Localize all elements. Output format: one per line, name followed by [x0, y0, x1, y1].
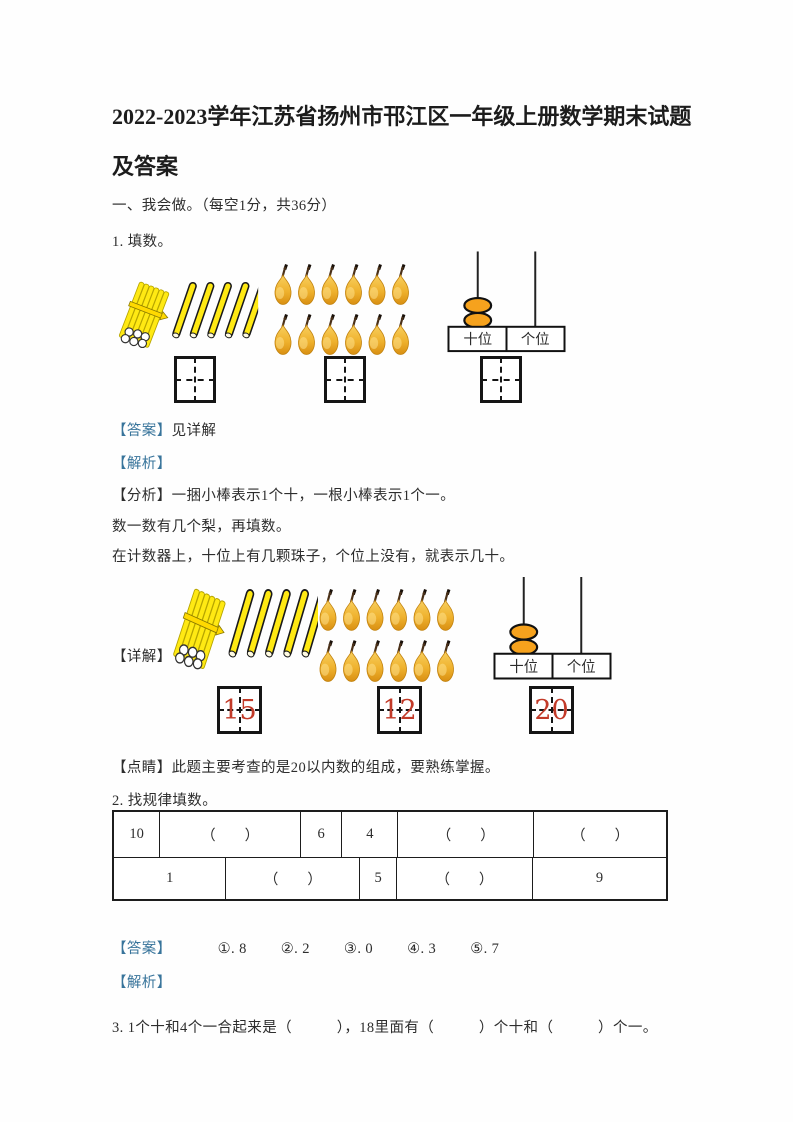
abacus-figure-detail — [493, 577, 612, 680]
table-cell: （ ） — [159, 812, 300, 857]
analysis-section-label: 【解析】 — [112, 975, 172, 991]
table-cell: 6 — [299, 812, 341, 857]
question-1-label: 1. 填数。 — [112, 234, 173, 250]
section-heading: 一、我会做。（每空1分，共36分） — [112, 198, 337, 214]
q1-analysis-line2: 数一数有几个梨，再填数。 — [112, 519, 291, 535]
table-cell: （ ） — [395, 858, 532, 899]
q2-answer-3: ③. 0 — [343, 941, 374, 957]
detail-label: 【详解】 — [112, 649, 172, 665]
q1-analysis-line: 【分析】一捆小棒表示1个十，一根小棒表示1个一。 — [112, 484, 455, 505]
q2-answer-2: ②. 2 — [280, 941, 310, 957]
detail-answer-box-sticks: 15 — [217, 686, 262, 734]
table-row-1: 10 （ ） 6 4 （ ） （ ） — [114, 812, 666, 858]
analysis-label: 【分析】 — [112, 488, 172, 504]
detail-answer-sticks: 15 — [222, 694, 257, 726]
table-cell: 5 — [359, 858, 395, 899]
answer-grid-box-pears — [324, 356, 366, 403]
q2-pattern-table: 10 （ ） 6 4 （ ） （ ） 1 （ ） 5 （ ） 9 — [112, 810, 668, 901]
pears-figure-detail — [317, 587, 457, 685]
table-cell: （ ） — [397, 812, 533, 857]
table-row-2: 1 （ ） 5 （ ） 9 — [114, 858, 666, 899]
table-cell: （ ） — [533, 812, 666, 857]
table-cell: 1 — [166, 870, 174, 886]
detail-answer-box-abacus: 20 — [529, 686, 574, 734]
answer-label: 【答案】 — [112, 423, 172, 439]
detail-answer-box-pears: 12 — [377, 686, 422, 734]
abacus-figure — [447, 251, 566, 353]
answer-grid-box-sticks — [174, 356, 216, 403]
table-cell: 4 — [341, 812, 397, 857]
detail-answer-abacus: 20 — [534, 694, 569, 726]
question-3-text: 3. 1个十和4个一合起来是（ ），18里面有（ ）个十和（ ）个一。 — [112, 1020, 658, 1036]
answer-grid-box-abacus — [480, 356, 522, 403]
sticks-figure-detail — [170, 583, 318, 673]
q2-answer-4: ④. 3 — [407, 941, 437, 957]
q2-answer-5: ⑤. 7 — [470, 941, 500, 957]
q2-answer-line: 【答案】 ①. 8 ②. 2 ③. 0 ④. 3 ⑤. 7 — [112, 937, 499, 958]
table-cell: 10 — [129, 826, 144, 842]
tip-label: 【点睛】 — [112, 760, 172, 776]
table-cell: （ ） — [225, 858, 359, 899]
q1-analysis-section-label: 【解析】 — [112, 452, 172, 473]
question-2-label: 2. 找规律填数。 — [112, 793, 218, 809]
q2-analysis-section-label: 【解析】 — [112, 971, 172, 992]
detail-answer-pears: 12 — [382, 694, 417, 726]
page-title: 2022-2023学年江苏省扬州市邗江区一年级上册数学期末试题及答案 — [112, 104, 692, 179]
pears-figure — [272, 262, 412, 358]
answer-label: 【答案】 — [112, 941, 172, 957]
table-cell: 9 — [531, 858, 666, 899]
q1-tip-line: 【点睛】此题主要考查的是20以内数的组成，要熟练掌握。 — [112, 756, 500, 777]
q2-answer-1: ①. 8 — [217, 941, 247, 957]
q1-answer-text: 见详解 — [171, 423, 217, 439]
q1-analysis-text: 一捆小棒表示1个十，一根小棒表示1个一。 — [171, 488, 456, 504]
q1-answer-line: 【答案】见详解 — [112, 419, 216, 440]
q1-tip-text: 此题主要考查的是20以内数的组成，要熟练掌握。 — [171, 760, 500, 776]
sticks-figure — [113, 277, 261, 351]
analysis-section-label: 【解析】 — [112, 456, 172, 472]
q1-analysis-line3: 在计数器上，十位上有几颗珠子，个位上没有，就表示几十。 — [112, 549, 515, 565]
